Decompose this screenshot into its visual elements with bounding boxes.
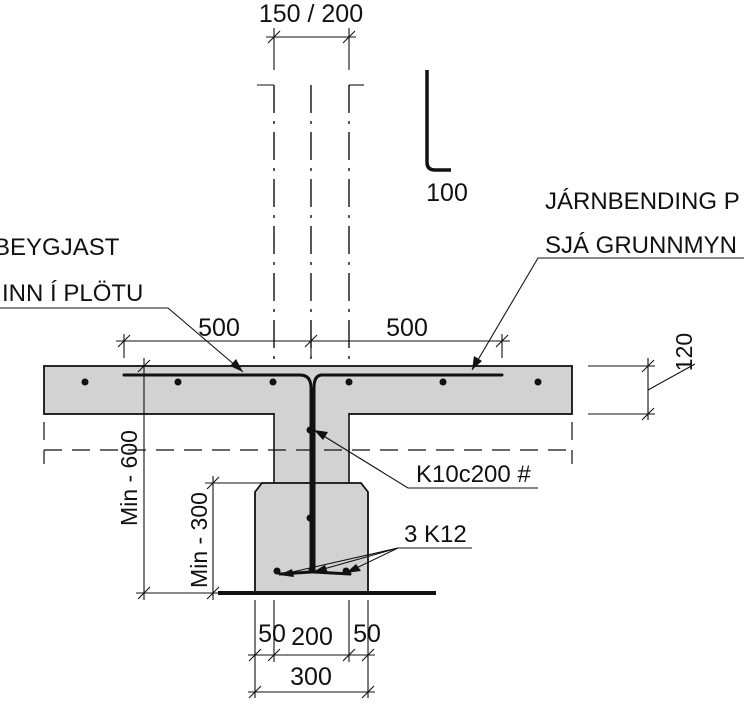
- hook-detail: [425, 70, 451, 172]
- hidden-lines: [43, 84, 573, 464]
- note-bend-line1: BEYGJAST: [0, 234, 120, 261]
- dim-footing-mid: 200: [291, 623, 333, 651]
- dim-footing-left: 50: [258, 620, 286, 648]
- dim-footing-min-depth: Min - 300: [186, 492, 212, 588]
- labels: 150 / 200 100 500 500 120 Min - 600 Min …: [0, 0, 740, 691]
- note-rebar-ref-line1: JÁRNBENDING P: [545, 188, 740, 215]
- dim-slab-left: 500: [198, 314, 240, 342]
- dim-slab-thickness: 120: [671, 333, 697, 371]
- note-bend-line2: INN Í PLÖTU: [2, 280, 143, 307]
- dim-footing-right: 50: [353, 620, 381, 648]
- dimension-lines: [116, 28, 696, 699]
- dim-footing-total: 300: [290, 663, 332, 691]
- note-rebar-ref-line2: SJÁ GRUNNMYN: [545, 232, 737, 259]
- slab: [43, 365, 573, 415]
- note-stirrup: K10c200 #: [416, 461, 531, 488]
- dim-top-width: 150 / 200: [259, 0, 363, 28]
- dim-wall-min-depth: Min - 600: [116, 430, 142, 526]
- dim-hook-length: 100: [426, 179, 468, 207]
- leader-lines: [0, 257, 744, 577]
- note-bottom-bars: 3 K12: [404, 521, 467, 548]
- dim-slab-right: 500: [386, 314, 428, 342]
